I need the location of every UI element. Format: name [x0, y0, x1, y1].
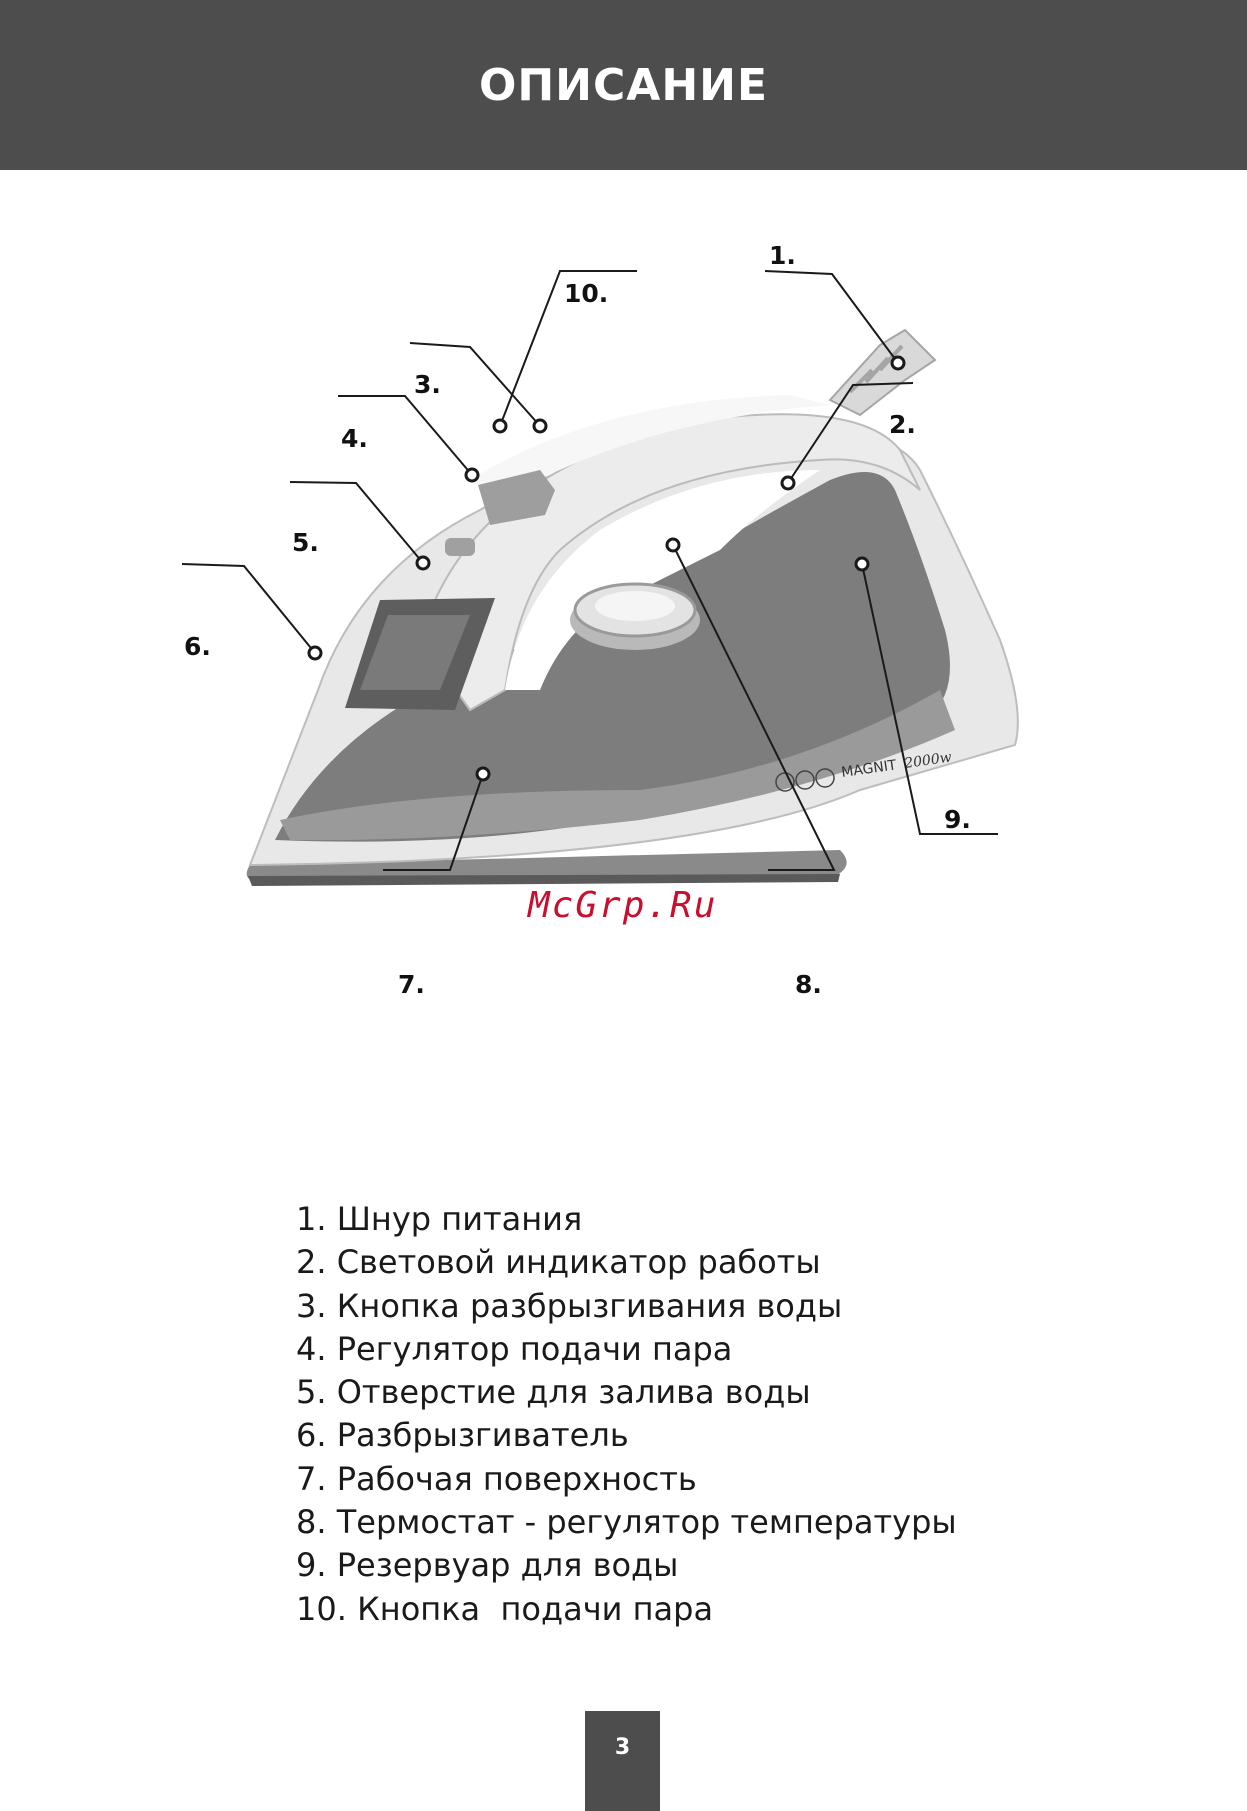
callout-labels: 1. 2. 3. 4. 5. 6. 7. 8. 9. 10.	[184, 241, 971, 999]
callout-10: 10.	[564, 279, 608, 308]
list-item: 5. Отверстие для залива воды	[296, 1373, 811, 1412]
iron-illustration: MAGNIT 2000w	[246, 328, 1019, 886]
callout-anchors	[307, 355, 906, 782]
list-item: 6. Разбрызгиватель	[296, 1416, 629, 1455]
list-item: 8. Термостат - регулятор температуры	[296, 1503, 957, 1542]
list-item: 10. Кнопка подачи пара	[296, 1589, 714, 1628]
iron-diagram: MAGNIT 2000w 1. 2. 3. 4. 5. 6. 7. 8. 9	[181, 241, 1019, 999]
callout-1: 1.	[769, 241, 796, 270]
callout-4: 4.	[341, 424, 368, 453]
parts-list: 1. Шнур питания 2. Световой индикатор ра…	[296, 1198, 957, 1631]
callout-8: 8.	[795, 970, 822, 999]
callout-9: 9.	[944, 805, 971, 834]
callout-6: 6.	[184, 632, 211, 661]
list-item: 9. Резервуар для воды	[296, 1546, 679, 1585]
page-number: 3	[585, 1711, 660, 1811]
callout-5: 5.	[292, 528, 319, 557]
list-item: 7. Рабочая поверхность	[296, 1459, 697, 1498]
page-header: ОПИСАНИЕ	[0, 0, 1247, 170]
watermark: McGrp.Ru	[526, 885, 717, 926]
list-item: 1. Шнур питания	[296, 1200, 583, 1238]
power-text: 2000w	[902, 749, 952, 772]
callout-7: 7.	[398, 970, 425, 999]
list-item: 4. Регулятор подачи пара	[296, 1329, 733, 1368]
list-item: 3. Кнопка разбрызгивания воды	[296, 1286, 843, 1325]
list-item: 2. Световой индикатор работы	[296, 1243, 821, 1282]
brand-text: MAGNIT	[840, 757, 898, 781]
page-title: ОПИСАНИЕ	[478, 59, 769, 111]
callout-lines	[181, 270, 998, 871]
callout-2: 2.	[889, 410, 916, 439]
callout-3: 3.	[414, 370, 441, 399]
